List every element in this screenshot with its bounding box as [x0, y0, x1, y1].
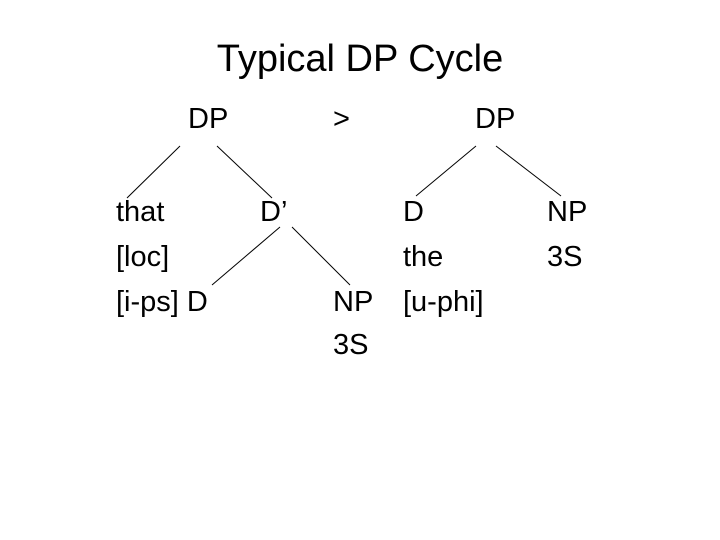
- edge-right-dp-to-d: [415, 145, 477, 197]
- left-dp-root: DP: [188, 103, 229, 135]
- right-dp-root: DP: [475, 103, 516, 135]
- spec-word-that: that: [116, 196, 165, 228]
- right-np-node: NP: [547, 196, 588, 228]
- d-bar-node: D’: [260, 196, 288, 228]
- right-d-node: D: [403, 196, 424, 228]
- right-d-word-the: the: [403, 241, 444, 273]
- arrow-symbol: >: [333, 103, 350, 135]
- left-np-node: NP: [333, 286, 374, 318]
- edge-dbar-to-np: [291, 226, 351, 286]
- right-np-features: 3S: [547, 241, 583, 273]
- slide-title: Typical DP Cycle: [216, 38, 504, 80]
- edge-left-dp-to-spec: [126, 145, 181, 199]
- spec-feature-ips-d: [i-ps] D: [116, 286, 208, 318]
- spec-feature-loc: [loc]: [116, 241, 170, 273]
- edge-left-dp-to-dbar: [216, 145, 273, 199]
- edge-right-dp-to-np: [495, 145, 562, 197]
- edge-dbar-to-d: [211, 226, 281, 286]
- right-d-features: [u-phi]: [403, 286, 484, 318]
- left-np-features: 3S: [333, 329, 369, 361]
